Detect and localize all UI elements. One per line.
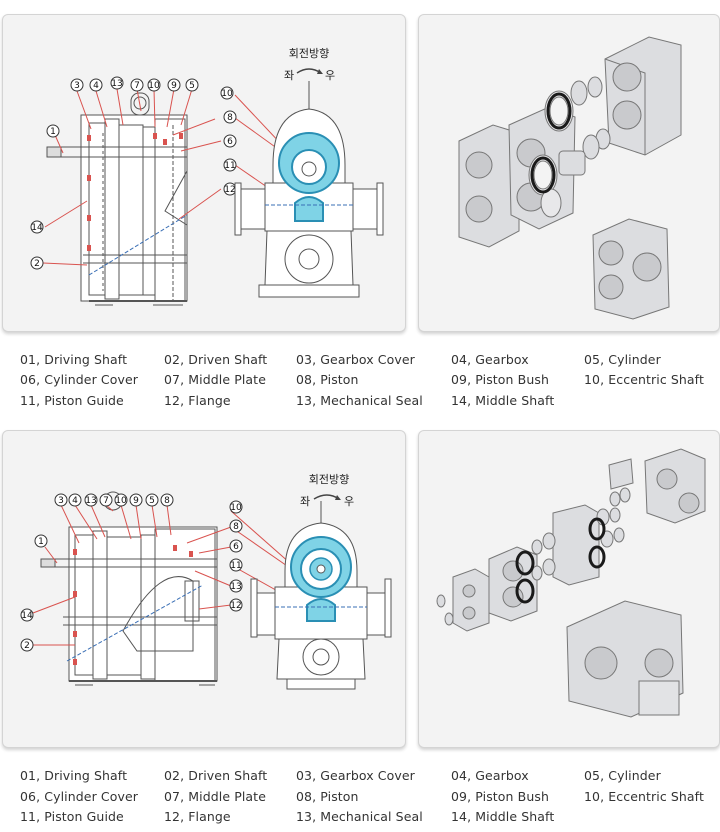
callout-12: 12 (230, 601, 241, 611)
callout-5: 5 (189, 81, 195, 91)
legend-item: 07, Middle Plate (164, 372, 266, 387)
pump-a-exploded-view (458, 36, 682, 320)
legend-item: 08, Piston (296, 789, 359, 804)
legend-item: 11, Piston Guide (20, 809, 124, 824)
callout-1: 1 (50, 127, 56, 137)
callout-12: 12 (224, 185, 235, 195)
callout-4: 4 (93, 81, 99, 91)
callout-6: 6 (227, 137, 233, 147)
pump-a-section-drawing: 3 4 13 7 10 9 5 1 14 2 10 8 6 11 12 (30, 47, 384, 306)
legend-item: 12, Flange (164, 393, 231, 408)
legend-item: 09, Piston Bush (451, 372, 549, 387)
rotation-right-label: 우 (325, 69, 335, 82)
legend-item: 10, Eccentric Shaft (584, 372, 704, 387)
pump-a-exploded-view-panel (418, 14, 720, 332)
callout-14: 14 (21, 611, 33, 621)
rotation-arrow-icon (313, 494, 340, 500)
callout-2: 2 (34, 259, 40, 269)
callout-numbers-b: 3 4 13 7 10 9 5 8 1 14 2 10 8 6 11 13 12 (21, 496, 242, 651)
pump-b-section-drawing: 3 4 13 7 10 9 5 8 1 14 2 10 8 6 11 13 12 (20, 473, 392, 690)
legend-item: 12, Flange (164, 809, 231, 824)
legend-item: 13, Mechanical Seal (296, 809, 423, 824)
legend-item: 04, Gearbox (451, 352, 529, 367)
callout-13: 13 (111, 79, 122, 89)
parts-legend-bottom: 01, Driving Shaft 02, Driven Shaft 03, G… (0, 765, 720, 831)
legend-item: 02, Driven Shaft (164, 768, 268, 783)
rotation-direction-title: 회전방향 (309, 473, 349, 486)
rotation-left-label: 좌 (300, 495, 310, 508)
rotation-arrow-icon (296, 68, 322, 74)
callout-numbers: 3 4 13 7 10 9 5 1 14 2 10 8 6 11 12 (31, 79, 235, 269)
callout-11: 11 (224, 161, 235, 171)
callout-13b: 13 (230, 582, 241, 592)
legend-item: 03, Gearbox Cover (296, 768, 415, 783)
pump-b-exploded-view (436, 448, 706, 718)
legend-item: 09, Piston Bush (451, 789, 549, 804)
callout-14: 14 (31, 223, 43, 233)
legend-item: 02, Driven Shaft (164, 352, 268, 367)
legend-item: 14, Middle Shaft (451, 393, 555, 408)
callout-9: 9 (171, 81, 177, 91)
legend-item: 08, Piston (296, 372, 359, 387)
callout-10b: 10 (221, 89, 233, 99)
callout-4: 4 (72, 496, 78, 506)
pump-a-section-drawing-panel: 3 4 13 7 10 9 5 1 14 2 10 8 6 11 12 (2, 14, 406, 332)
legend-item: 04, Gearbox (451, 768, 529, 783)
rotation-left-label: 좌 (284, 69, 294, 82)
callout-8: 8 (227, 113, 233, 123)
legend-item: 13, Mechanical Seal (296, 393, 423, 408)
callout-5: 5 (149, 496, 155, 506)
pump-b-section-drawing-panel: 3 4 13 7 10 9 5 8 1 14 2 10 8 6 11 13 12 (2, 430, 406, 748)
parts-legend-top: 01, Driving Shaft 02, Driven Shaft 03, G… (0, 348, 720, 414)
legend-item: 10, Eccentric Shaft (584, 789, 704, 804)
callout-1: 1 (38, 537, 44, 547)
callout-8b: 8 (233, 522, 239, 532)
callout-7: 7 (103, 496, 109, 506)
legend-item: 06, Cylinder Cover (20, 789, 138, 804)
pump-b-exploded-view-panel (418, 430, 720, 748)
legend-item: 05, Cylinder (584, 768, 661, 783)
rotation-direction-title: 회전방향 (289, 47, 329, 60)
callout-10b: 10 (230, 503, 242, 513)
callout-6: 6 (233, 542, 239, 552)
callout-10: 10 (148, 81, 160, 91)
legend-item: 01, Driving Shaft (20, 352, 128, 367)
rotation-right-label: 우 (344, 495, 354, 508)
legend-item: 14, Middle Shaft (451, 809, 555, 824)
legend-item: 03, Gearbox Cover (296, 352, 415, 367)
legend-item: 07, Middle Plate (164, 789, 266, 804)
callout-3: 3 (58, 496, 64, 506)
callout-11: 11 (230, 561, 241, 571)
callout-7: 7 (134, 81, 140, 91)
callout-9: 9 (133, 496, 139, 506)
callout-10: 10 (115, 496, 127, 506)
legend-item: 01, Driving Shaft (20, 768, 128, 783)
legend-item: 11, Piston Guide (20, 393, 124, 408)
callout-2: 2 (24, 641, 30, 651)
callout-8: 8 (164, 496, 170, 506)
callout-3: 3 (74, 81, 80, 91)
legend-item: 06, Cylinder Cover (20, 372, 138, 387)
legend-item: 05, Cylinder (584, 352, 661, 367)
callout-13: 13 (85, 496, 96, 506)
